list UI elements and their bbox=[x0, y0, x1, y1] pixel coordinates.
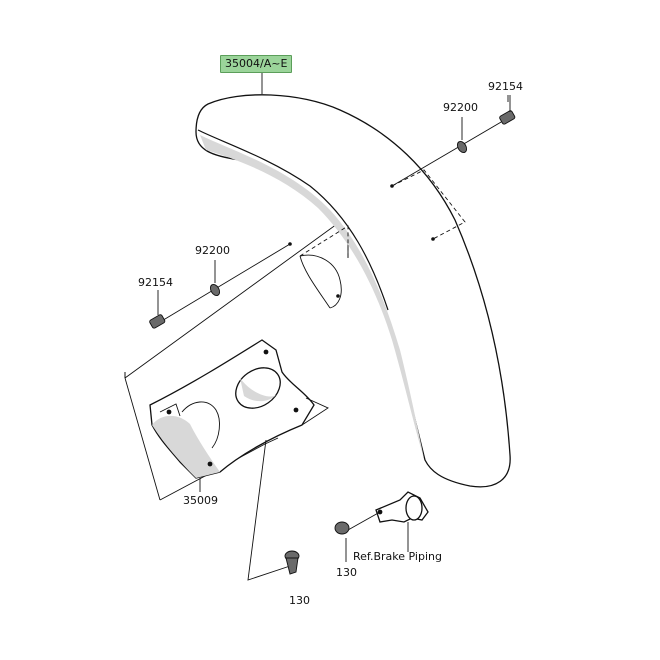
label-leaders bbox=[261, 68, 509, 102]
bolt-part-number-top-right: 92154 bbox=[488, 80, 523, 93]
fender-part-number: 35004/A~E bbox=[220, 55, 293, 73]
bracket-bolt-leader bbox=[247, 439, 291, 581]
washer-92200-top-right[interactable] bbox=[456, 117, 469, 154]
bolt-part-number-bottom: 130 bbox=[289, 594, 310, 607]
washer-part-number-left: 92200 bbox=[195, 244, 230, 257]
brake-piping-reference: Ref.Brake Piping bbox=[353, 550, 442, 563]
fender-hidden-lines bbox=[299, 169, 466, 258]
washer-92200-left[interactable] bbox=[209, 260, 222, 297]
bolt-part-number-left: 92154 bbox=[138, 276, 173, 289]
brake-piping-clamp[interactable] bbox=[347, 491, 429, 552]
washer-part-number-top-right: 92200 bbox=[443, 101, 478, 114]
fender-bracket[interactable] bbox=[149, 339, 329, 492]
bolt-130-right[interactable] bbox=[334, 521, 350, 562]
bolt-130-bottom[interactable] bbox=[284, 550, 300, 575]
bolt-part-number-bottom-right: 130 bbox=[336, 566, 357, 579]
bolt-92154-top-right[interactable] bbox=[391, 95, 516, 187]
bracket-part-number: 35009 bbox=[183, 494, 218, 507]
front-fender[interactable] bbox=[195, 94, 511, 488]
bolt-92154-left[interactable] bbox=[149, 243, 291, 329]
